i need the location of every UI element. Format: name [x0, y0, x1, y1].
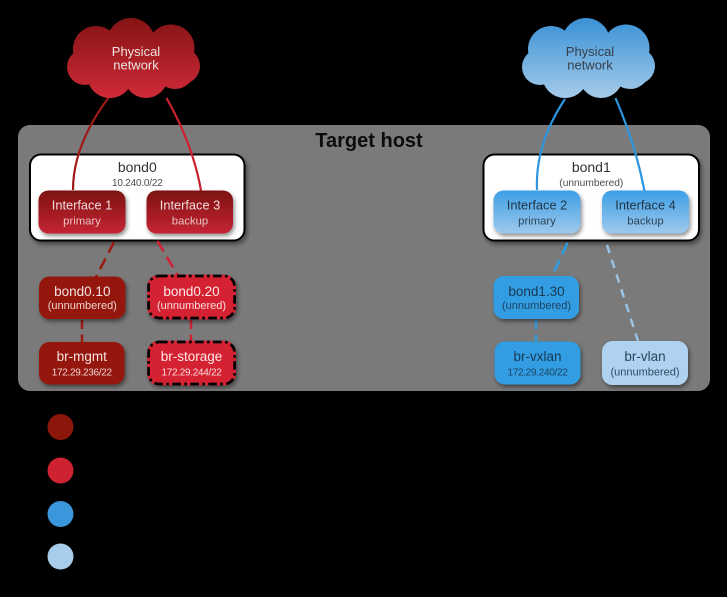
svg-text:(unnumbered): (unnumbered) [610, 367, 679, 379]
svg-text:Physical: Physical [566, 44, 615, 59]
svg-text:primary: primary [518, 216, 556, 228]
svg-text:(unnumbered): (unnumbered) [157, 300, 226, 312]
svg-text:br-mgmt: br-mgmt [57, 349, 107, 364]
svg-text:(unnumbered): (unnumbered) [48, 300, 117, 312]
svg-text:Interface 2: Interface 2 [507, 198, 567, 213]
svg-text:bond1: bond1 [572, 159, 611, 175]
svg-text:Interface 3: Interface 3 [160, 198, 220, 213]
svg-text:bond0: bond0 [118, 159, 157, 175]
svg-text:172.29.236/22: 172.29.236/22 [52, 368, 113, 379]
svg-text:Physical: Physical [112, 44, 161, 59]
svg-text:network: network [113, 58, 159, 73]
svg-text:primary: primary [63, 216, 101, 228]
svg-text:10.240.0/22: 10.240.0/22 [112, 178, 163, 189]
svg-text:(unnumbered): (unnumbered) [559, 178, 623, 189]
svg-text:backup: backup [627, 216, 663, 228]
svg-text:Interface 4: Interface 4 [615, 198, 675, 213]
svg-text:br-storage: br-storage [161, 349, 223, 364]
svg-text:bond0.10: bond0.10 [54, 284, 110, 299]
svg-text:bond1.30: bond1.30 [508, 284, 564, 299]
svg-text:br-vxlan: br-vxlan [513, 349, 561, 364]
svg-text:bond0.20: bond0.20 [163, 284, 219, 299]
svg-text:172.29.244/22: 172.29.244/22 [161, 368, 222, 379]
svg-text:(unnumbered): (unnumbered) [502, 300, 571, 312]
svg-text:br-vlan: br-vlan [624, 349, 665, 364]
svg-text:Interface 1: Interface 1 [52, 198, 112, 213]
svg-text:Target host: Target host [315, 130, 423, 152]
svg-text:network: network [567, 58, 613, 73]
svg-text:backup: backup [172, 216, 208, 228]
svg-text:172.29.240/22: 172.29.240/22 [507, 368, 568, 379]
